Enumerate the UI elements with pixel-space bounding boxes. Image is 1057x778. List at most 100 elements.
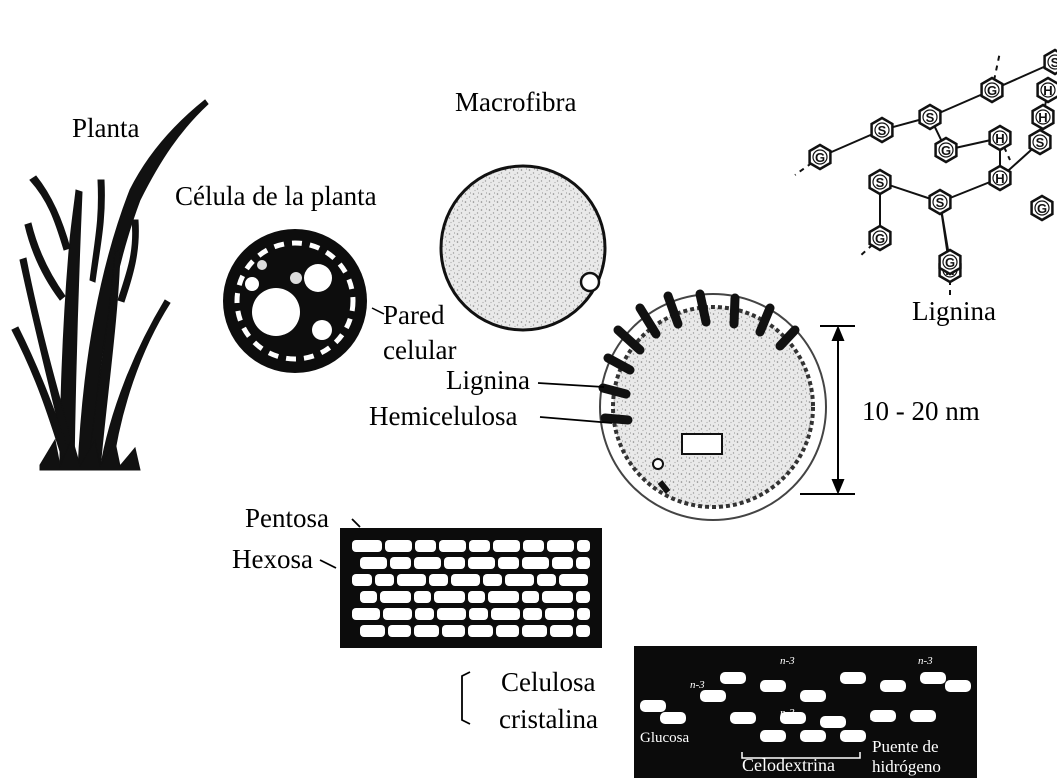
label-n-3: n-3 bbox=[918, 655, 933, 667]
svg-text:G: G bbox=[941, 143, 951, 158]
label-n-3: n-3 bbox=[780, 655, 795, 667]
lignin-unit: G bbox=[940, 250, 961, 274]
glucose-unit bbox=[800, 730, 826, 742]
label-n-3: n-3 bbox=[780, 707, 795, 719]
sugar-unit bbox=[390, 557, 411, 569]
sugar-unit bbox=[380, 591, 411, 603]
sugar-unit bbox=[437, 608, 466, 620]
macrofibra-illustration bbox=[441, 166, 605, 330]
label-macrofibra: Macrofibra bbox=[455, 89, 576, 116]
label-planta: Planta bbox=[72, 115, 140, 142]
glucose-unit bbox=[840, 672, 866, 684]
sugar-unit bbox=[545, 608, 574, 620]
sugar-unit bbox=[468, 591, 485, 603]
glucose-unit bbox=[760, 680, 786, 692]
lignin-unit: H bbox=[990, 126, 1011, 150]
glucose-unit bbox=[840, 730, 866, 742]
glucose-unit bbox=[660, 712, 686, 724]
sugar-unit bbox=[469, 540, 490, 552]
sugar-unit bbox=[352, 540, 382, 552]
lignin-unit: H bbox=[1038, 78, 1057, 102]
sugar-unit bbox=[360, 625, 385, 637]
sugar-unit bbox=[469, 608, 488, 620]
sugar-unit bbox=[496, 625, 519, 637]
sugar-unit bbox=[451, 574, 480, 586]
sugar-unit bbox=[498, 557, 519, 569]
sugar-unit bbox=[383, 608, 412, 620]
lignin-unit: S bbox=[870, 170, 891, 194]
sugar-unit bbox=[360, 557, 387, 569]
sugar-unit bbox=[576, 625, 590, 637]
sugar-unit bbox=[577, 540, 590, 552]
label-pentosa: Pentosa bbox=[245, 505, 329, 532]
svg-text:S: S bbox=[878, 123, 887, 138]
sugar-unit bbox=[537, 574, 556, 586]
lignin-network: SGHSHSGHSGSHSGGHG bbox=[795, 50, 1057, 295]
glucose-unit bbox=[910, 710, 936, 722]
label-n-3: n-3 bbox=[870, 711, 885, 723]
svg-text:H: H bbox=[1038, 110, 1047, 125]
sugar-unit bbox=[414, 625, 439, 637]
plant-cell-illustration bbox=[223, 229, 384, 373]
sugar-unit bbox=[385, 540, 412, 552]
sugar-unit bbox=[352, 608, 380, 620]
glucose-unit bbox=[880, 680, 906, 692]
sugar-unit bbox=[523, 540, 544, 552]
sugar-unit bbox=[375, 574, 394, 586]
label-pared: Pared bbox=[383, 302, 444, 329]
sugar-unit bbox=[415, 540, 436, 552]
label-hexosa: Hexosa bbox=[232, 546, 313, 573]
sugar-unit bbox=[439, 540, 466, 552]
glucose-unit bbox=[760, 730, 786, 742]
label-hemicelulosa: Hemicelulosa bbox=[369, 403, 517, 430]
sugar-unit bbox=[493, 540, 520, 552]
glucose-unit bbox=[720, 672, 746, 684]
svg-text:S: S bbox=[876, 175, 885, 190]
sugar-unit bbox=[542, 591, 573, 603]
label-dimension: 10 - 20 nm bbox=[862, 398, 980, 425]
svg-text:H: H bbox=[995, 171, 1004, 186]
sugar-unit bbox=[522, 591, 539, 603]
sugar-unit bbox=[414, 557, 441, 569]
glucose-unit bbox=[700, 690, 726, 702]
glucose-unit bbox=[730, 712, 756, 724]
label-celulosa: Celulosa bbox=[501, 669, 596, 696]
lignin-unit: G bbox=[982, 78, 1003, 102]
label-n-3: n-3 bbox=[690, 679, 705, 691]
glucose-unit bbox=[820, 716, 846, 728]
label-glucosa: Glucosa bbox=[640, 731, 689, 746]
svg-text:S: S bbox=[926, 110, 935, 125]
label-celodextrina: Celodextrina bbox=[742, 756, 835, 774]
plant-illustration bbox=[12, 100, 208, 470]
lignin-unit: H bbox=[990, 166, 1011, 190]
svg-text:G: G bbox=[987, 83, 997, 98]
sugar-unit bbox=[442, 625, 465, 637]
sugar-unit bbox=[576, 557, 590, 569]
sugar-unit bbox=[491, 608, 520, 620]
label-celular: celular bbox=[383, 337, 456, 364]
label-celula: Célula de la planta bbox=[175, 183, 377, 210]
label-lignina: Lignina bbox=[446, 367, 530, 394]
glucose-unit bbox=[800, 690, 826, 702]
sugar-unit bbox=[397, 574, 426, 586]
lignin-unit: H bbox=[1033, 105, 1054, 129]
sugar-unit bbox=[552, 557, 573, 569]
sugar-unit bbox=[360, 591, 377, 603]
sugar-unit bbox=[468, 557, 495, 569]
sugar-unit bbox=[522, 557, 549, 569]
lignin-unit: G bbox=[936, 138, 957, 162]
lignin-unit: G bbox=[1032, 196, 1053, 220]
sugar-unit bbox=[388, 625, 411, 637]
sugar-unit bbox=[483, 574, 502, 586]
sugar-unit bbox=[434, 591, 465, 603]
sugar-unit bbox=[522, 625, 547, 637]
sugar-unit bbox=[576, 591, 590, 603]
sugar-unit bbox=[577, 608, 590, 620]
lignin-unit: S bbox=[1045, 50, 1057, 74]
svg-text:G: G bbox=[815, 150, 825, 165]
sugar-unit bbox=[444, 557, 465, 569]
sugar-unit bbox=[559, 574, 588, 586]
sugar-unit bbox=[468, 625, 493, 637]
lignin-unit: S bbox=[872, 118, 893, 142]
svg-text:H: H bbox=[995, 131, 1004, 146]
